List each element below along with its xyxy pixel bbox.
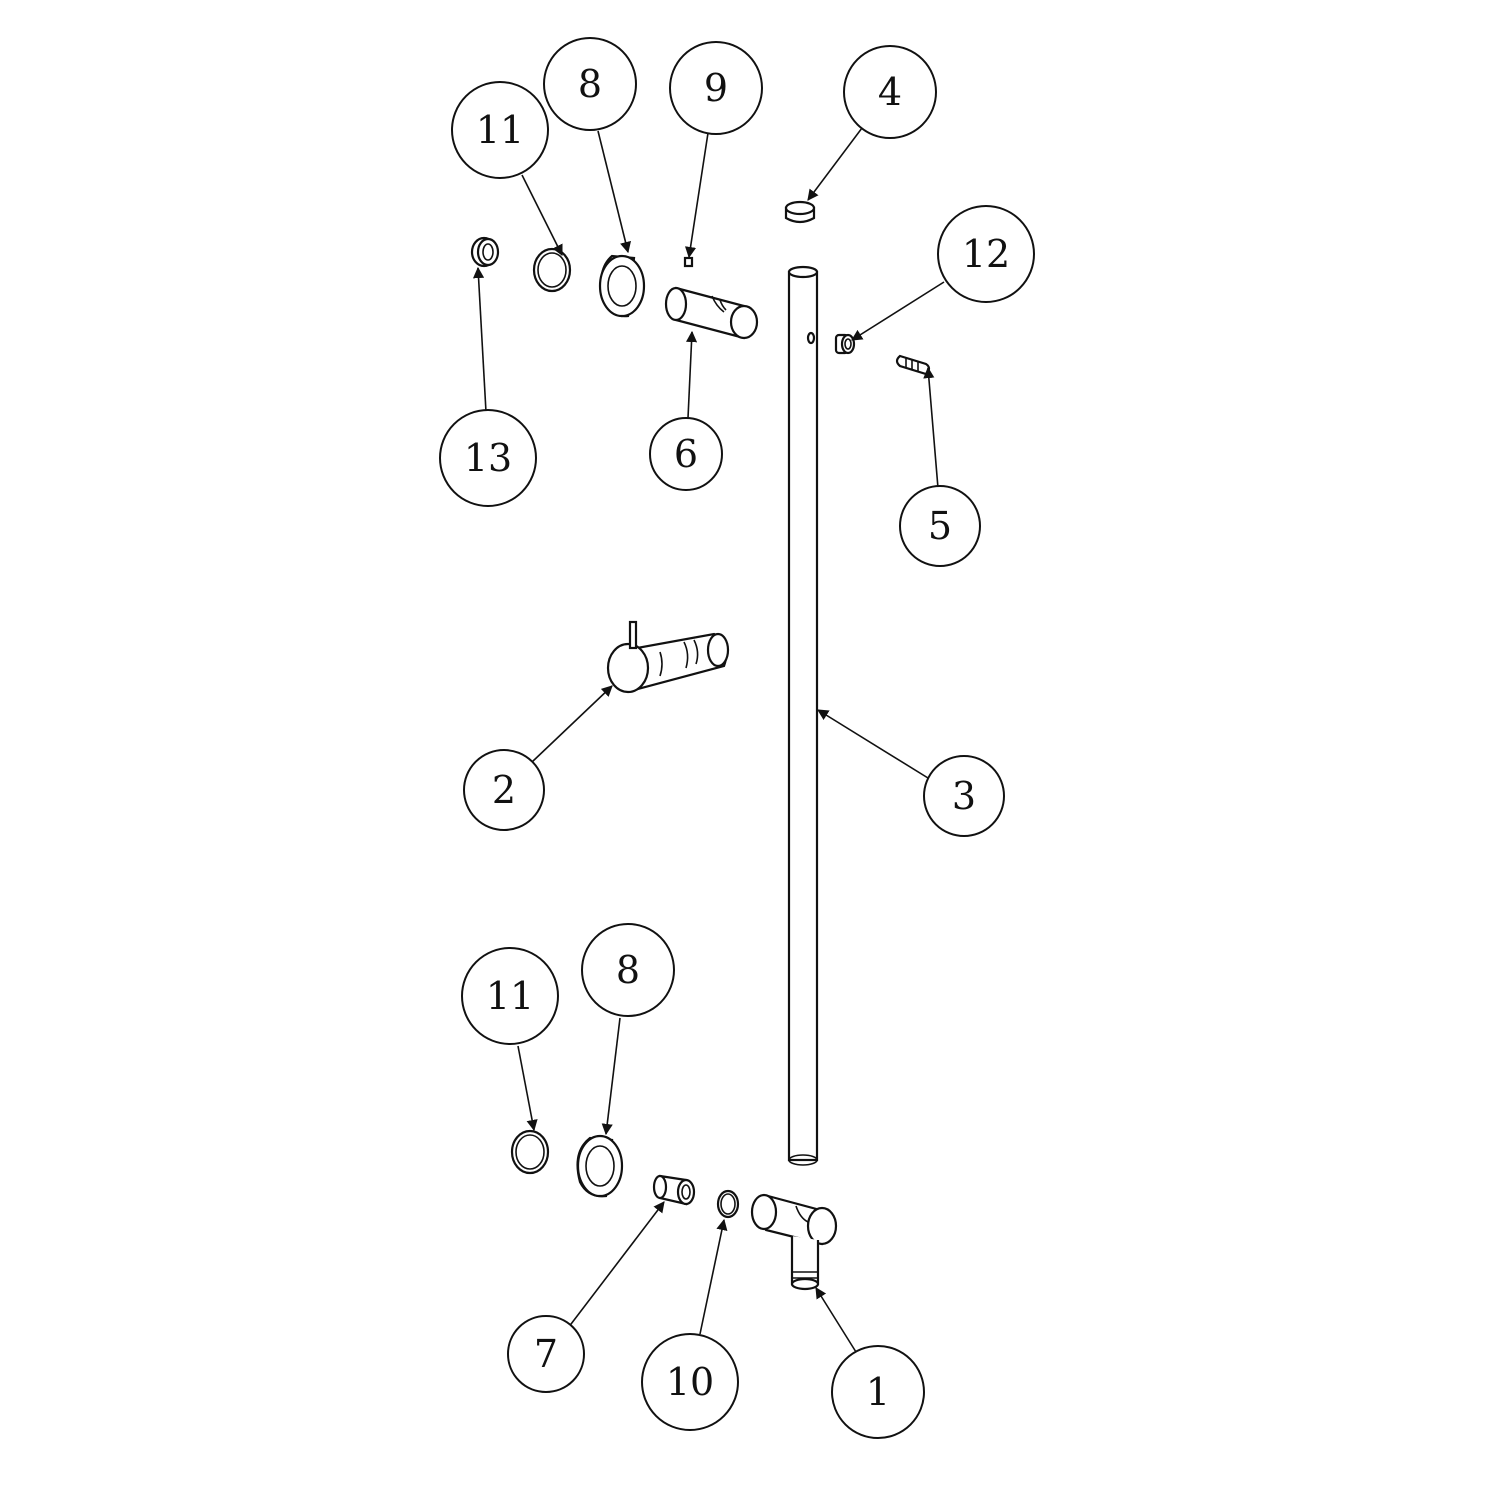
- slider-holder-part: [606, 620, 730, 694]
- leader-2: [531, 685, 613, 763]
- callout-label: 7: [534, 1332, 558, 1376]
- threaded-ring-part: [470, 236, 500, 268]
- bottom-bracket-part: [750, 1193, 838, 1291]
- callout-label: 8: [578, 62, 602, 106]
- leader-11-bottom: [517, 1045, 538, 1132]
- leader-10: [699, 1218, 728, 1335]
- callout-9: 9: [669, 41, 763, 135]
- leader-lines: [472, 127, 945, 1353]
- callout-label: 11: [476, 108, 524, 152]
- callout-10: 10: [641, 1333, 739, 1431]
- small-pin-part: [683, 256, 694, 268]
- leader-4: [807, 127, 863, 201]
- callout-5: 5: [899, 485, 981, 567]
- leader-9: [684, 132, 709, 259]
- callout-3: 3: [923, 755, 1005, 837]
- callout-label: 2: [492, 768, 516, 812]
- washer-part: [716, 1189, 740, 1219]
- leader-8-bottom: [601, 1017, 621, 1136]
- callout-label: 10: [666, 1360, 714, 1404]
- end-cap-part: [784, 200, 816, 224]
- screw-part: [895, 354, 931, 376]
- callout-label: 13: [464, 436, 512, 480]
- callout-12: 12: [937, 205, 1035, 303]
- leader-7: [567, 1201, 665, 1329]
- callout-8-top: 8: [543, 37, 637, 131]
- callout-8-bottom: 8: [581, 923, 675, 1017]
- callout-11-top: 11: [451, 81, 549, 179]
- callout-label: 12: [962, 232, 1010, 276]
- wall-flange-part-top: [598, 254, 646, 318]
- callout-11-bottom: 11: [461, 947, 559, 1045]
- wall-flange-part-bottom: [576, 1134, 624, 1198]
- callout-label: 8: [616, 948, 640, 992]
- leader-3: [817, 709, 929, 779]
- callout-4: 4: [843, 45, 937, 139]
- callout-label: 3: [952, 774, 976, 818]
- leader-13: [472, 266, 487, 413]
- callout-label: 6: [674, 432, 698, 476]
- callout-label: 11: [486, 974, 534, 1018]
- callout-label: 9: [704, 66, 728, 110]
- callout-1: 1: [831, 1345, 925, 1439]
- leader-12: [851, 281, 945, 341]
- leader-6: [685, 330, 698, 419]
- leader-1: [815, 1287, 857, 1353]
- connector-part: [652, 1174, 696, 1206]
- callout-2: 2: [463, 749, 545, 831]
- o-ring-part-top: [532, 247, 572, 293]
- callout-7: 7: [507, 1315, 585, 1393]
- leader-5: [923, 366, 939, 489]
- top-bracket-part: [664, 286, 759, 340]
- o-ring-part-bottom: [510, 1129, 550, 1175]
- callout-13: 13: [439, 409, 537, 507]
- bushing-part: [834, 333, 856, 355]
- callout-label: 4: [878, 70, 902, 114]
- rail-tube-part: [787, 265, 819, 1166]
- leader-8-top: [597, 130, 632, 254]
- callout-label: 1: [866, 1370, 890, 1414]
- leader-11-top: [521, 174, 563, 257]
- callout-label: 5: [928, 504, 952, 548]
- callout-6: 6: [649, 417, 723, 491]
